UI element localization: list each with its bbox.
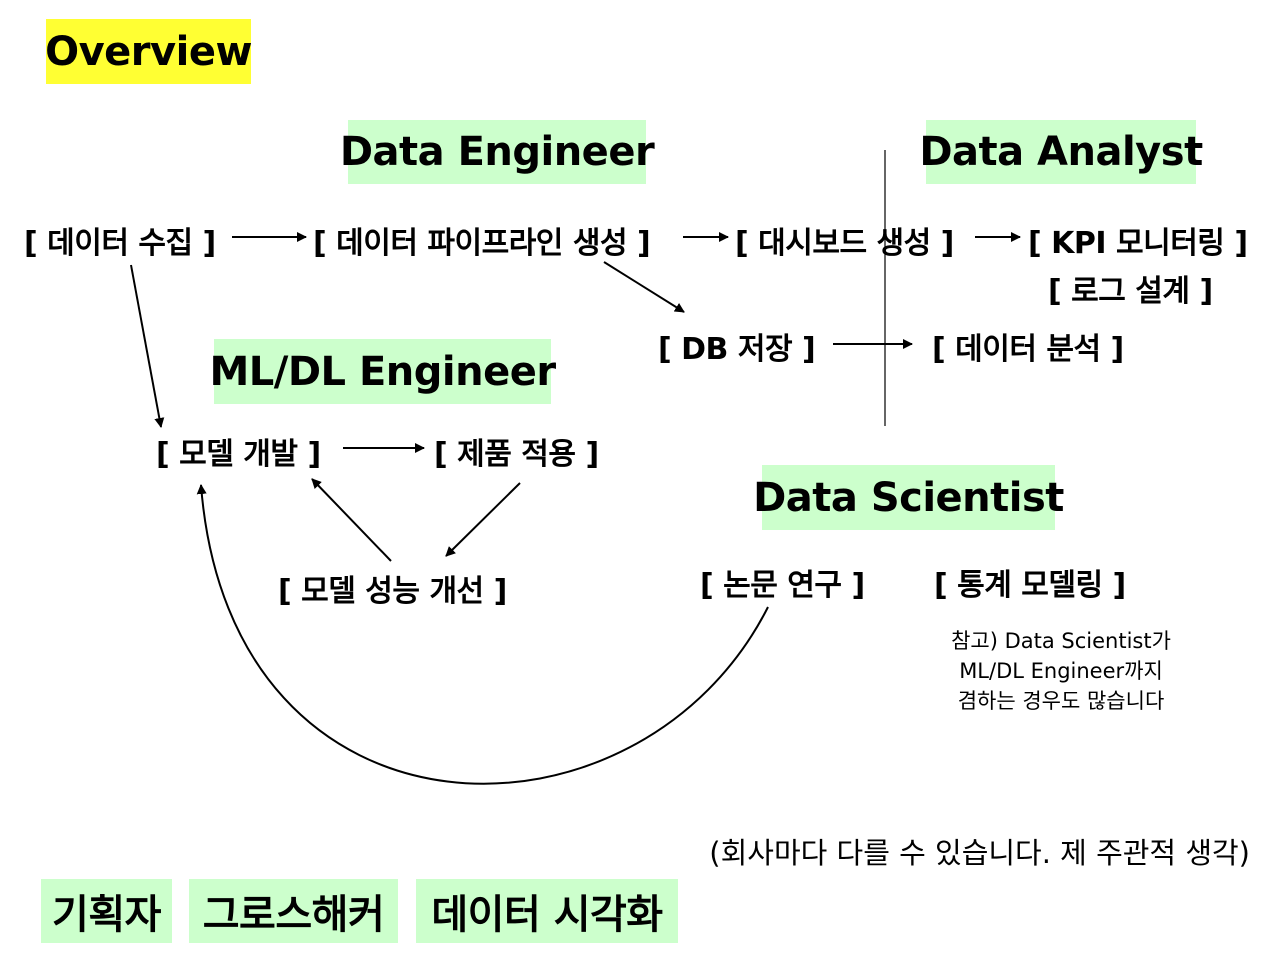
remark-text: (회사마다 다를 수 있습니다. 제 주관적 생각) (709, 836, 1250, 870)
arrow-research-to-model (196, 484, 769, 785)
ml-dl-engineer-title: ML/DL Engineer (209, 339, 556, 404)
overview-title: Overview (45, 19, 252, 84)
node-data-pipeline: [ 데이터 파이프라인 생성 ] (313, 226, 651, 261)
arrow-improvement-to-model (311, 478, 392, 562)
note-line: ML/DL Engineer까지 (959, 659, 1163, 683)
tag-planner: 기획자 (41, 879, 172, 943)
note-line: 참고) Data Scientist가 (951, 629, 1171, 653)
note-line: 겸하는 경우도 많습니다 (957, 689, 1165, 713)
data-engineer-title: Data Engineer (340, 120, 655, 184)
node-model-development: [ 모델 개발 ] (156, 437, 321, 472)
tag-data-visualization: 데이터 시각화 (416, 879, 678, 943)
node-model-improvement: [ 모델 성능 개선 ] (278, 574, 507, 609)
arrow-pipeline-to-db (603, 261, 685, 313)
arrow-collection-to-model (130, 264, 165, 428)
node-data-analysis: [ 데이터 분석 ] (932, 332, 1124, 367)
node-kpi-monitoring: [ KPI 모니터링 ] (1028, 226, 1248, 261)
tag-growth-hacker: 그로스해커 (189, 879, 398, 943)
data-scientist-title: Data Scientist (753, 465, 1064, 530)
node-dashboard: [ 대시보드 생성 ] (735, 226, 954, 261)
node-db-storage: [ DB 저장 ] (658, 332, 816, 367)
node-data-collection: [ 데이터 수집 ] (24, 226, 216, 261)
node-paper-research: [ 논문 연구 ] (700, 568, 865, 603)
note-text: 참고) Data Scientist가 ML/DL Engineer까지 겸하는… (936, 626, 1186, 716)
arrow-product-to-improvement (445, 482, 521, 557)
node-product-application: [ 제품 적용 ] (434, 437, 599, 472)
node-statistical-modeling: [ 통계 모델링 ] (934, 568, 1126, 603)
node-log-design: [ 로그 설계 ] (1048, 274, 1213, 309)
data-analyst-title: Data Analyst (919, 120, 1203, 184)
